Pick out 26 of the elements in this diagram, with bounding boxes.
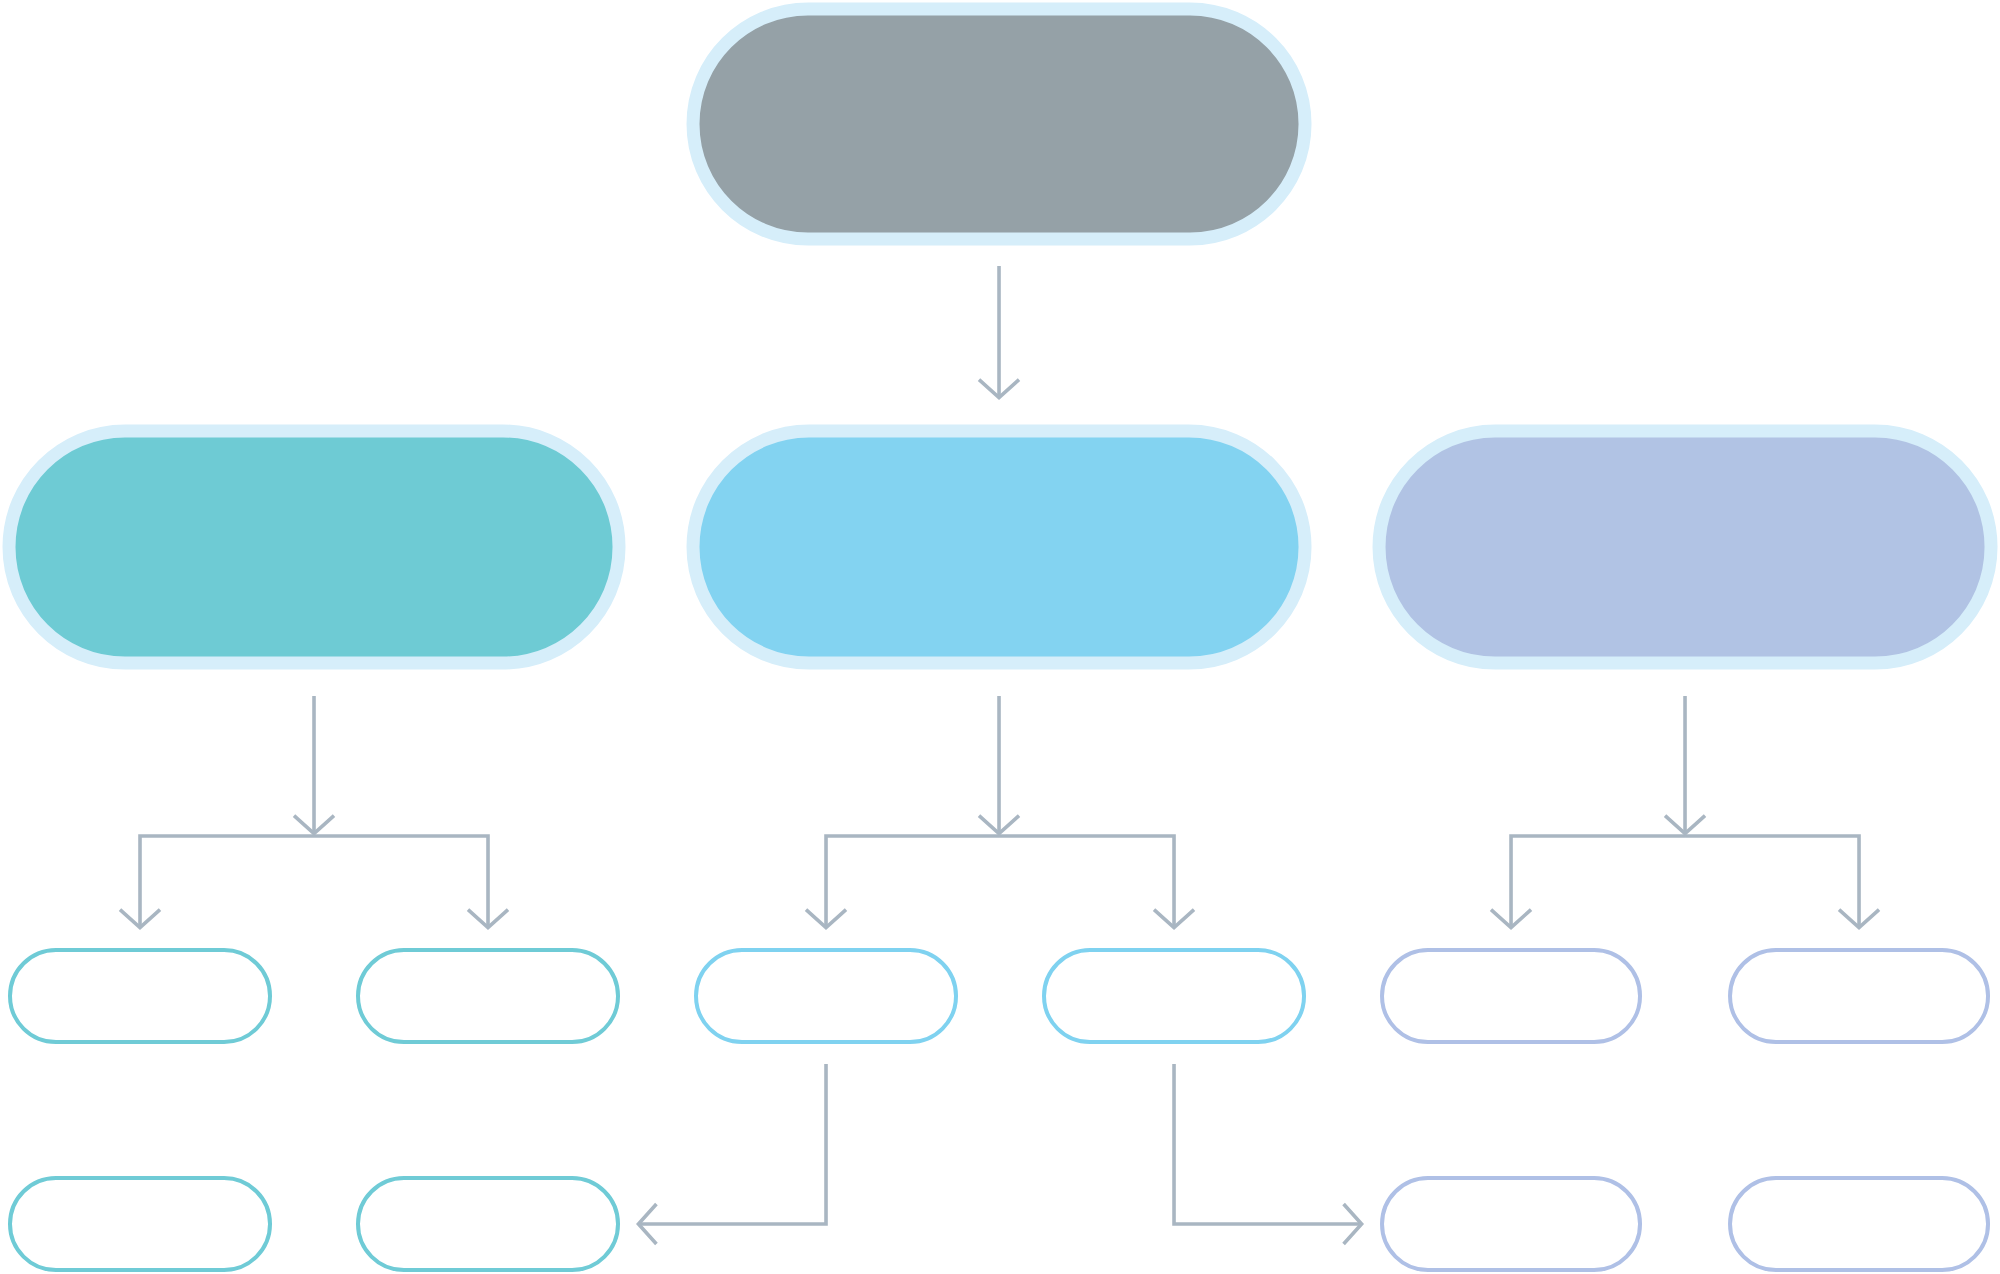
outline-pill-box [694,948,958,1044]
branch-arrow [999,834,1196,930]
outline-pill-box [8,1176,272,1272]
elbow-arrow [1172,1064,1365,1246]
outline-pill-box [1380,1176,1642,1272]
pill-box [1372,424,1998,670]
outline-pill-box [1728,948,1991,1044]
elbow-arrow [636,1064,828,1246]
outline-pill-box [1728,1176,1991,1272]
arrow [1663,696,1707,836]
branch-arrow [1685,834,1881,930]
pill-box [2,424,626,670]
arrow [977,696,1021,836]
branch-arrow [314,834,510,930]
outline-pill-box [1380,948,1642,1044]
outline-pill-box [356,948,620,1044]
branch-arrow [804,834,999,930]
arrow [977,266,1021,400]
outline-pill-box [1042,948,1306,1044]
outline-pill-box [356,1176,620,1272]
pill-box [686,424,1312,670]
arrow [292,696,336,836]
branch-arrow [1489,834,1686,930]
outline-pill-box [8,948,272,1044]
pill-box [686,2,1312,246]
branch-arrow [118,834,314,930]
